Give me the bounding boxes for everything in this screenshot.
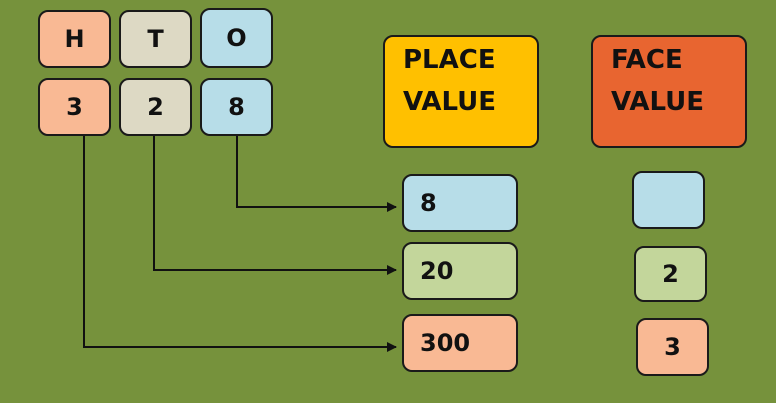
place-value-ones: 8 <box>402 174 518 232</box>
place-value-title-line1: PLACE <box>403 45 496 75</box>
face-value-title-line2: VALUE <box>611 87 704 117</box>
ones-header: O <box>200 8 273 68</box>
place-value-hundreds: 300 <box>402 314 518 372</box>
tens-digit: 2 <box>119 78 192 136</box>
face-value-hundreds: 3 <box>636 318 709 376</box>
face-value-title-line1: FACE <box>611 45 683 75</box>
place-value-tens: 20 <box>402 242 518 300</box>
face-value-tens: 2 <box>634 246 707 302</box>
hundreds-digit: 3 <box>38 78 111 136</box>
tens-header: T <box>119 10 192 68</box>
face-value-title: FACE VALUE <box>591 35 747 148</box>
hundreds-header: H <box>38 10 111 68</box>
ones-digit: 8 <box>200 78 273 136</box>
hundreds-arrow <box>83 135 397 352</box>
place-value-title-line2: VALUE <box>403 87 496 117</box>
place-value-title: PLACE VALUE <box>383 35 539 148</box>
face-value-ones <box>632 171 705 229</box>
ones-arrow <box>236 135 397 212</box>
tens-arrow <box>153 135 397 275</box>
